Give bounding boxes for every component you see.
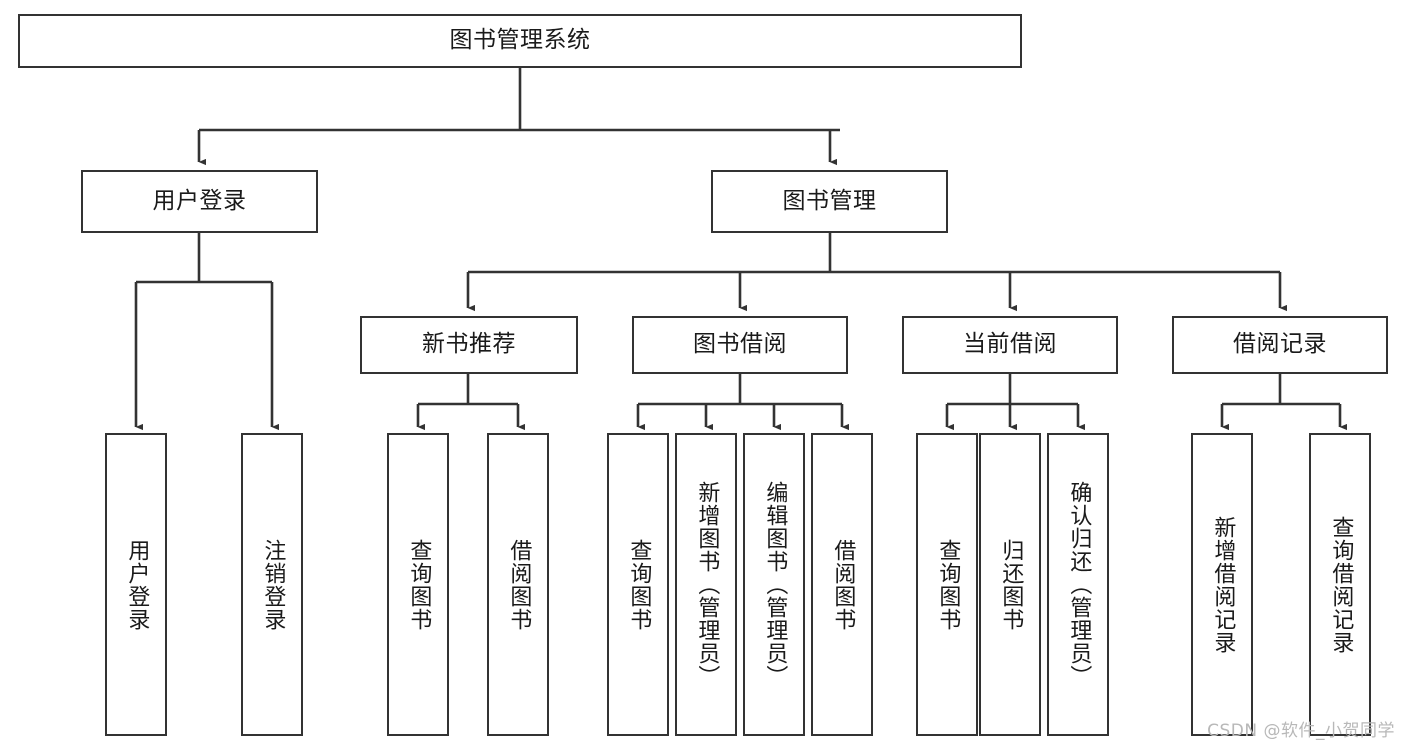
node-root-system[interactable]: 图书管理系统 <box>18 14 1022 68</box>
node-user-login-label: 用户登录 <box>152 187 247 214</box>
node-leaf-new-book-1[interactable]: 查询图书 <box>387 433 449 736</box>
node-current-borrow-label: 当前借阅 <box>963 331 1057 358</box>
node-leaf-book-borrow-1-label: 查询图书 <box>626 538 652 631</box>
node-new-book-recommend[interactable]: 新书推荐 <box>360 316 578 374</box>
node-leaf-borrow-record-2[interactable]: 查询借阅记录 <box>1309 433 1371 736</box>
node-leaf-user-login-2-label: 注销登录 <box>260 538 286 631</box>
node-leaf-current-borrow-1-label: 查询图书 <box>935 538 961 631</box>
node-leaf-book-borrow-4-label: 借阅图书 <box>830 538 856 631</box>
node-leaf-book-borrow-1[interactable]: 查询图书 <box>607 433 669 736</box>
csdn-watermark: CSDN @软件_小贺同学 <box>1207 721 1395 741</box>
node-leaf-user-login-2[interactable]: 注销登录 <box>241 433 303 736</box>
node-leaf-user-login-1[interactable]: 用户登录 <box>105 433 167 736</box>
node-leaf-user-login-1-label: 用户登录 <box>124 538 150 631</box>
node-leaf-current-borrow-1[interactable]: 查询图书 <box>916 433 978 736</box>
node-borrow-record-label: 借阅记录 <box>1233 331 1327 358</box>
node-leaf-borrow-record-1[interactable]: 新增借阅记录 <box>1191 433 1253 736</box>
node-leaf-borrow-record-2-label: 查询借阅记录 <box>1328 515 1354 654</box>
node-leaf-current-borrow-2-label: 归还图书 <box>998 538 1024 631</box>
node-leaf-current-borrow-2[interactable]: 归还图书 <box>979 433 1041 736</box>
node-leaf-book-borrow-2-label: 新增图书（管理员） <box>694 481 720 688</box>
node-book-management[interactable]: 图书管理 <box>711 170 948 233</box>
node-book-borrow[interactable]: 图书借阅 <box>632 316 848 374</box>
node-leaf-new-book-2-label: 借阅图书 <box>506 538 532 631</box>
node-leaf-borrow-record-1-label: 新增借阅记录 <box>1210 515 1236 654</box>
node-current-borrow[interactable]: 当前借阅 <box>902 316 1118 374</box>
node-book-borrow-label: 图书借阅 <box>693 331 787 358</box>
node-leaf-book-borrow-2[interactable]: 新增图书（管理员） <box>675 433 737 736</box>
node-leaf-book-borrow-4[interactable]: 借阅图书 <box>811 433 873 736</box>
node-root-system-label: 图书管理系统 <box>449 27 591 54</box>
node-leaf-new-book-1-label: 查询图书 <box>406 538 432 631</box>
node-leaf-current-borrow-3[interactable]: 确认归还（管理员） <box>1047 433 1109 736</box>
node-new-book-recommend-label: 新书推荐 <box>422 331 516 358</box>
node-leaf-new-book-2[interactable]: 借阅图书 <box>487 433 549 736</box>
node-book-management-label: 图书管理 <box>782 187 877 214</box>
node-user-login[interactable]: 用户登录 <box>81 170 318 233</box>
node-leaf-book-borrow-3[interactable]: 编辑图书（管理员） <box>743 433 805 736</box>
node-leaf-book-borrow-3-label: 编辑图书（管理员） <box>762 481 788 688</box>
node-leaf-current-borrow-3-label: 确认归还（管理员） <box>1066 481 1092 688</box>
node-borrow-record[interactable]: 借阅记录 <box>1172 316 1388 374</box>
